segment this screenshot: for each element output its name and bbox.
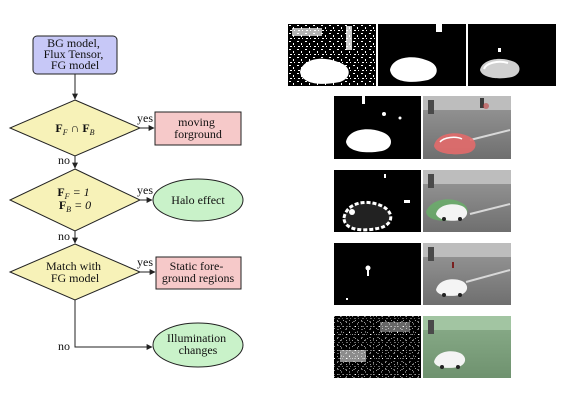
image-panels [288,22,556,378]
out-static-label: Static fore- ground regions [162,259,235,285]
row2-frame [423,96,511,159]
yes-label-3: yes [137,255,153,269]
start-line-3: FG model [51,58,100,72]
row1-mask-3 [468,24,556,86]
out-illum-ellipse [152,322,244,368]
panel-row-3 [334,170,511,232]
out-static-box [155,256,242,290]
yes-label-1: yes [137,111,153,125]
out-illum-label: Illumination changes [167,331,229,357]
out-halo-ellipse [152,178,244,222]
row5-mask [334,316,421,378]
panel-row-2 [334,96,511,159]
decision-node-3: Match with FG model [8,243,142,301]
start-line-2: Flux Tensor, [44,47,104,61]
out-halo-label: Halo effect [171,193,225,207]
no-label-2: no [58,229,70,243]
row4-frame [423,243,511,305]
yes-label-2: yes [137,183,153,197]
row1-mask-2 [378,22,466,86]
no-label-1: no [58,153,70,167]
decision-2-label: FF = 1 FB = 0 [57,185,92,214]
out-moving-foreground: moving forground [154,111,242,146]
flowchart: BG model, Flux Tensor, FG model FF ∩ FB … [8,35,244,368]
out-illum-line-2: changes [179,343,218,357]
row3-mask [334,170,421,232]
row1-mask-1 [288,24,376,86]
row2-mask [334,96,421,159]
out-moving-box [154,111,242,146]
out-illumination: Illumination changes [152,322,244,368]
out-moving-line-1: moving [178,115,215,129]
panel-row-1 [288,22,556,86]
out-moving-line-2: forground [174,127,222,141]
decision-3-line-1: Match with [46,259,101,273]
row5-frame [423,316,511,378]
out-static-line-1: Static fore- [170,259,224,273]
out-static-line-2: ground regions [162,271,235,285]
start-node-label: BG model, Flux Tensor, FG model [44,36,107,72]
out-halo-effect: Halo effect [152,178,244,222]
no-label-3: no [58,339,70,353]
out-moving-label: moving forground [174,115,222,141]
decision-3-line-2: FG model [51,271,100,285]
out-static-foreground: Static fore- ground regions [155,256,242,290]
decision-3-label: Match with FG model [46,259,104,285]
row3-frame [423,170,511,232]
panel-row-5 [334,316,511,378]
start-node: BG model, Flux Tensor, FG model [32,35,118,75]
decision-1-label: FF ∩ FB [55,121,94,137]
decision-node-1: FF ∩ FB [8,99,142,157]
edge-d3-no [74,300,153,350]
row4-mask [334,243,421,305]
panel-row-4 [334,243,511,305]
start-line-1: BG model, [47,36,100,50]
decision-node-2: FF = 1 FB = 0 [8,168,142,232]
out-illum-line-1: Illumination [167,331,226,345]
